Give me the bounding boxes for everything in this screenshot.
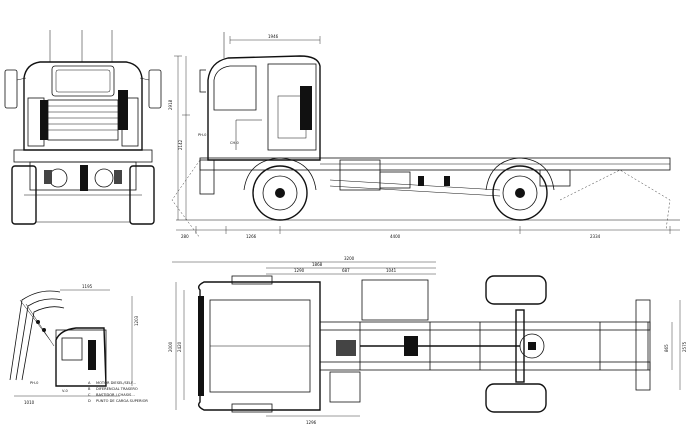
dim-plan-bottom: 1296 — [306, 420, 317, 425]
side-view: 1946 2918 2142 280 1266 4400 2334 PH-0 C… — [168, 32, 680, 239]
dim-plan-left-b: 2420 — [177, 341, 182, 352]
label-side-ph: PH-0 — [198, 133, 207, 137]
dim-plan-top-a: 3200 — [344, 256, 355, 261]
dim-inset-top: 1195 — [82, 284, 93, 289]
dim-side-cab-to-axle: 1266 — [246, 234, 257, 239]
dim-plan-left-a: 2000 — [168, 341, 173, 352]
label-side-cm: CH-0 — [230, 141, 240, 145]
legend-marker: C — [88, 393, 91, 397]
dim-inset-bottom: 1010 — [24, 400, 35, 405]
dim-side-overall-height: 2918 — [168, 99, 173, 110]
dim-plan-top-b: 1868 — [312, 262, 323, 267]
legend-marker: D — [88, 399, 91, 403]
cab-tilt-inset: 1195 1203 1010 PH-0 V-0 — [9, 284, 139, 405]
legend-text: PUNTO DE CARGA SUPERIOR — [96, 399, 148, 403]
label-inset-ph: PH-0 — [30, 381, 39, 385]
dim-side-wheelbase: 4400 — [390, 234, 401, 239]
legend-text: BASTIDOR / CHASIS... — [96, 393, 135, 397]
dim-plan-top-e: 1041 — [386, 268, 397, 273]
legend-text: MOTOR DIESEL/SELF... — [96, 381, 136, 385]
legend-marker: A — [88, 381, 91, 385]
dim-plan-top-c: 1290 — [294, 268, 305, 273]
dim-plan-right-b: 865 — [664, 344, 669, 352]
legend-text: DIFERENCIAL TRASERO — [96, 387, 138, 391]
label-inset-v: V-0 — [62, 389, 69, 393]
front-view — [4, 30, 162, 225]
plan-view: 3200 1868 1290 687 1041 2000 2420 2575 8… — [168, 256, 687, 425]
legend: A MOTOR DIESEL/SELF... B DIFERENCIAL TRASER… — [88, 381, 148, 403]
dim-side-top-width: 1946 — [268, 34, 279, 39]
dim-inset-right: 1203 — [134, 315, 139, 326]
dim-side-rear-overhang: 2334 — [590, 234, 601, 239]
dim-side-frame-height: 2142 — [178, 139, 183, 150]
dim-side-front-overhang: 280 — [181, 234, 189, 239]
legend-marker: B — [88, 387, 91, 391]
dim-plan-top-d: 687 — [342, 268, 350, 273]
dim-plan-right-a: 2575 — [682, 341, 687, 352]
